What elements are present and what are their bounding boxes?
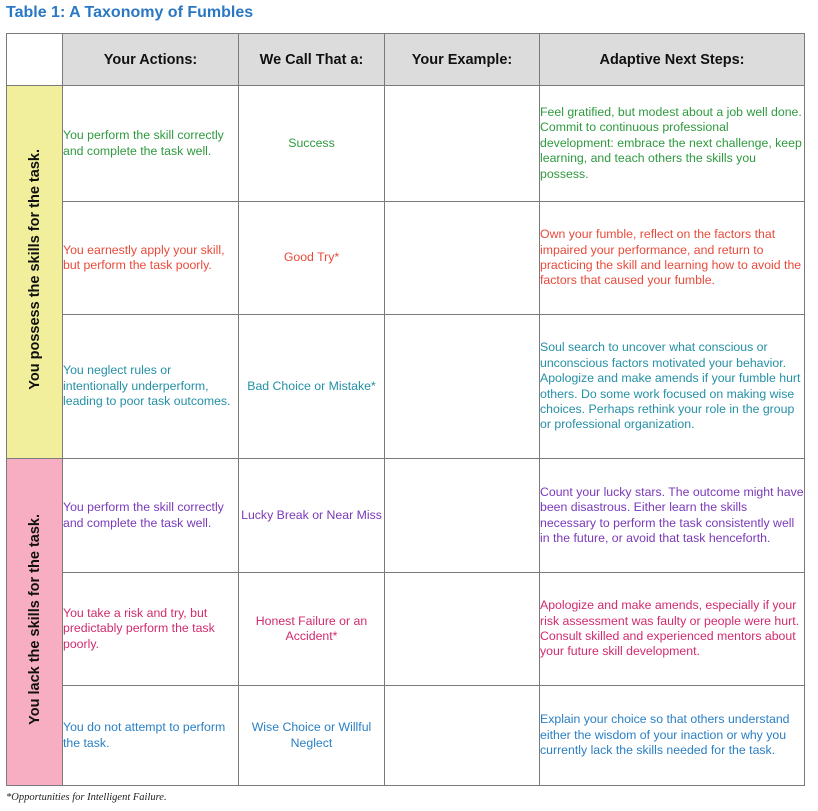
header-row: Your Actions: We Call That a: Your Examp…: [6, 33, 805, 86]
corner-cell: [6, 33, 63, 86]
table-title: Table 1: A Taxonomy of Fumbles: [6, 4, 254, 21]
fumbles-table: Your Actions: We Call That a: Your Examp…: [6, 33, 805, 786]
example-cell: [384, 685, 540, 786]
table-row: You lack the skills for the task. You pe…: [6, 458, 805, 786]
action-cell: You take a risk and try, but predictably…: [62, 572, 239, 686]
group-label: You lack the skills for the task.: [26, 514, 43, 725]
action-cell: You neglect rules or intentionally under…: [62, 314, 239, 459]
group-possess-skills: You possess the skills for the task.: [6, 85, 63, 459]
action-cell: You do not attempt to perform the task.: [62, 685, 239, 786]
table-row: You take a risk and try, but predictably…: [7, 572, 805, 686]
footnote: *Opportunities for Intelligent Failure.: [6, 792, 167, 803]
example-cell: [384, 85, 540, 202]
call-cell: Wise Choice or Willful Neglect: [238, 685, 385, 786]
group-lack-skills: You lack the skills for the task.: [6, 458, 63, 786]
next-steps-cell: Apologize and make amends, especially if…: [539, 572, 805, 686]
example-cell: [384, 458, 540, 573]
next-steps-cell: Feel gratified, but modest about a job w…: [539, 85, 805, 202]
example-cell: [384, 572, 540, 686]
table-row: You do not attempt to perform the task. …: [7, 685, 805, 786]
call-cell: Success: [238, 85, 385, 202]
header-your-example: Your Example:: [384, 33, 540, 86]
call-cell: Lucky Break or Near Miss: [238, 458, 385, 573]
action-cell: You perform the skill correctly and comp…: [62, 458, 239, 573]
next-steps-cell: Explain your choice so that others under…: [539, 685, 805, 786]
header-we-call-that: We Call That a:: [238, 33, 385, 86]
header-your-actions: Your Actions:: [62, 33, 239, 86]
next-steps-cell: Soul search to uncover what conscious or…: [539, 314, 805, 459]
header-adaptive-next-steps: Adaptive Next Steps:: [539, 33, 805, 86]
example-cell: [384, 314, 540, 459]
next-steps-cell: Count your lucky stars. The outcome migh…: [539, 458, 805, 573]
call-cell: Honest Failure or an Accident*: [238, 572, 385, 686]
next-steps-cell: Own your fumble, reflect on the factors …: [539, 201, 805, 315]
table-row: You earnestly apply your skill, but perf…: [7, 201, 805, 315]
group-label: You possess the skills for the task.: [26, 149, 43, 390]
call-cell: Good Try*: [238, 201, 385, 315]
call-cell: Bad Choice or Mistake*: [238, 314, 385, 459]
table-row: You possess the skills for the task. You…: [6, 85, 805, 459]
action-cell: You earnestly apply your skill, but perf…: [62, 201, 239, 315]
example-cell: [384, 201, 540, 315]
table-row: You neglect rules or intentionally under…: [7, 314, 805, 459]
action-cell: You perform the skill correctly and comp…: [62, 85, 239, 202]
